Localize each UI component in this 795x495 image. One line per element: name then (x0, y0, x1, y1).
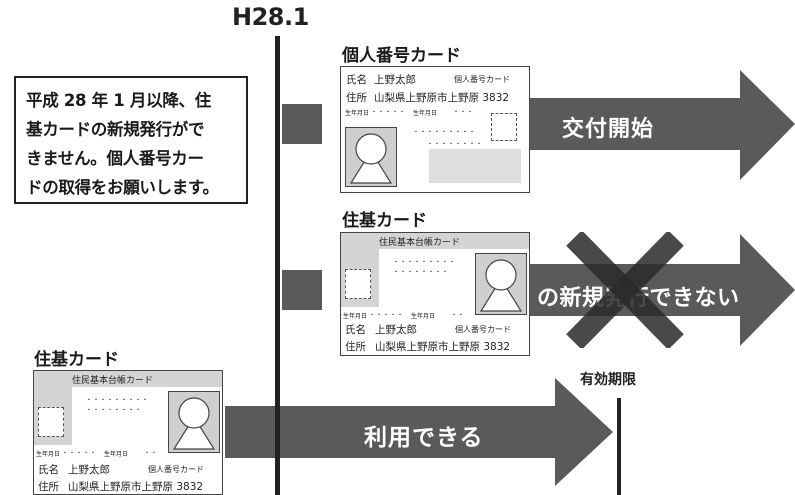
mn-name-value: 上野太郎 (374, 74, 416, 86)
mn-birthdate-label: 生年月日 (345, 110, 370, 117)
jn-header-label: 住民基本台帳カード (379, 238, 461, 248)
arrow-issue-start (282, 70, 795, 180)
mn-birthdate-label-2: 生年月日 (413, 110, 438, 117)
juki-card-new: 住民基本台帳カード ・・・・・・・・・ ・・・・・・・・ 生年月日 ・・・・・ … (340, 232, 530, 356)
jn-name-label: 氏名 (345, 324, 366, 336)
je-birthdate-label-2: 生年月日 (104, 451, 129, 458)
je-name-label: 氏名 (38, 464, 59, 476)
notice-box: 平成 28 年 1 月以降、住 基カードの新規発行がで きません。個人番号カー … (14, 76, 248, 204)
my-number-card: 氏名 上野太郎 個人番号カード 住所 山梨県上野原市上野原 3832 生年月日 … (340, 66, 530, 193)
mn-info-shade (429, 149, 521, 183)
arrow-usable-label: 利用できる (364, 425, 484, 451)
jn-address-label: 住所 (345, 341, 366, 353)
arrow-usable (225, 378, 613, 486)
je-name-value: 上野太郎 (68, 464, 110, 476)
mn-address-value: 山梨県上野原市上野原 3832 (374, 92, 510, 104)
jn-trailing-dots: ・・ (451, 312, 466, 319)
jn-birthdate-label: 生年月日 (343, 313, 368, 320)
je-address-label: 住所 (38, 481, 59, 493)
mn-address-label: 住所 (346, 92, 367, 104)
timeline-line-overlay (275, 378, 280, 495)
jn-birthdate-label-2: 生年月日 (411, 313, 436, 320)
mn-stamp-box (491, 113, 517, 141)
timeline-line (275, 36, 280, 495)
je-card-type: 個人番号カード (148, 465, 204, 474)
je-stamp-box (38, 407, 64, 437)
arrow-issue-start-label: 交付開始 (562, 117, 655, 142)
juki-card-new-title: 住基カード (342, 211, 427, 231)
je-birthdate-label: 生年月日 (36, 451, 61, 458)
je-address-value: 山梨県上野原市上野原 3832 (68, 481, 204, 493)
expiry-label: 有効期限 (580, 372, 636, 388)
je-photo-icon (168, 391, 220, 453)
jn-photo-icon (475, 253, 527, 315)
arrow-no-new-issue (282, 234, 795, 346)
jn-birthdate-dots: ・・・・・ (369, 312, 405, 319)
je-header-bar (34, 371, 222, 387)
jn-info-dots-2: ・・・・・・・・ (393, 269, 450, 276)
timeline-date-label: H28.1 (232, 3, 309, 31)
jn-header-bar (341, 233, 529, 249)
jn-info-dots-1: ・・・・・・・・・ (393, 259, 457, 266)
je-birthdate-dots: ・・・・・ (62, 450, 98, 457)
je-trailing-dots: ・・ (144, 450, 159, 457)
jn-name-value: 上野太郎 (375, 324, 417, 336)
mn-birthdate-dots: ・・・・・ (371, 109, 407, 116)
je-info-dots-1: ・・・・・・・・・ (86, 397, 150, 404)
prohibited-x-icon (566, 232, 684, 348)
jn-stamp-box (345, 269, 371, 299)
my-number-card-title: 個人番号カード (342, 46, 461, 66)
jn-card-type: 個人番号カード (455, 325, 511, 334)
mn-card-type: 個人番号カード (454, 75, 510, 84)
mn-name-label: 氏名 (346, 74, 367, 86)
mn-trailing-dots: ・・・ (453, 109, 475, 116)
jn-address-value: 山梨県上野原市上野原 3832 (375, 341, 511, 353)
je-header-label: 住民基本台帳カード (72, 376, 154, 386)
mn-info-dots-2: ・・・・・・・・ (427, 141, 484, 148)
mn-photo-icon (345, 127, 397, 187)
mn-info-dots-1: ・・・・・・・・・ (413, 129, 477, 136)
expiry-line (617, 398, 621, 495)
je-info-dots-2: ・・・・・・・・ (86, 407, 143, 414)
juki-card-existing: 住民基本台帳カード ・・・・・・・・・ ・・・・・・・・ 生年月日 ・・・・・ … (33, 370, 223, 495)
juki-card-existing-title: 住基カード (34, 350, 119, 370)
